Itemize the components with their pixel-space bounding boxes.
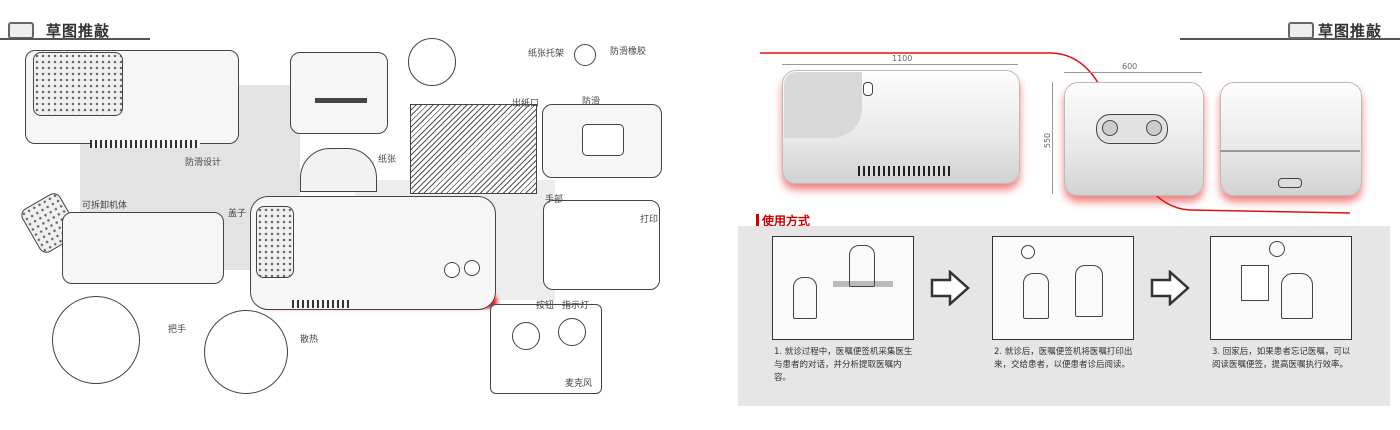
story-panel-3 (1210, 236, 1352, 340)
vent-grille (90, 140, 200, 148)
paper-slot (315, 98, 367, 103)
page-title-right: 草图推敲 (1318, 22, 1383, 40)
main-speaker-panel (256, 206, 294, 278)
render-page: 草图推敲 1100 600 550 使用方式 (700, 0, 1400, 430)
note-button: 按钮 (536, 301, 555, 311)
header-divider-right (1180, 38, 1400, 40)
sketch-page: 草图推敲 防滑设计 纸张托架 防滑橡胶 出纸口 防滑 纸张 盖子 散热 可拆卸机… (0, 22, 662, 394)
render-lid-seam (1220, 150, 1360, 152)
dim-depth: 600 (1122, 62, 1138, 71)
story-caption-1: 1. 就诊过程中，医嘱便签机采集医生与患者的对话，并分析提取医嘱内容。 (774, 347, 913, 383)
note-detachable: 可拆卸机体 (82, 201, 128, 211)
main-vent (292, 300, 352, 308)
render-front-panel (784, 72, 862, 138)
base-pad (582, 124, 624, 156)
note-paper: 纸张 (378, 155, 397, 165)
note-print: 打印 (640, 215, 659, 225)
note-antislip-2: 防滑 (582, 97, 601, 107)
top-view-sketch (543, 200, 660, 290)
device-sketch-module (62, 212, 224, 284)
detail-circle-handle (52, 296, 140, 384)
story-caption-2: 2. 就诊后，医嘱便签机将医嘱打印出来，交给患者，以便患者诊后阅读。 (994, 347, 1133, 370)
arrow-right-icon (930, 270, 970, 306)
note-indicator: 指示灯 (562, 301, 590, 311)
render-back (1220, 82, 1362, 196)
paper-texture-detail (410, 104, 537, 194)
render-mic-right (1146, 120, 1162, 136)
note-lid: 盖子 (228, 209, 247, 219)
dim-line-width (782, 64, 1018, 65)
knob-right (464, 260, 480, 276)
story-panel-1 (772, 236, 914, 340)
note-handle: 把手 (168, 325, 187, 335)
arrow-right-icon-2 (1150, 270, 1190, 306)
render-sensor-icon (863, 82, 873, 96)
note-outlet: 出纸口 (512, 99, 540, 109)
usage-title: 使用方式 (762, 214, 811, 228)
dim-height: 550 (1043, 132, 1053, 149)
dim-width: 1100 (892, 54, 913, 63)
speaker-panel (33, 52, 123, 116)
note-paper-holder: 纸张托架 (528, 49, 565, 59)
mic-right (558, 318, 586, 346)
mic-left (512, 322, 540, 350)
printer-logo-icon-right (1288, 22, 1314, 39)
section-marker (756, 214, 759, 226)
detail-circle-top (408, 38, 456, 86)
detail-circle-vent (204, 310, 288, 394)
note-hand: 手部 (545, 195, 564, 205)
render-logo-badge (1278, 178, 1302, 188)
note-mic: 麦克风 (565, 379, 593, 389)
story-caption-3: 3. 回家后，如果患者忘记医嘱，可以阅读医嘱便签，提高医嘱执行效率。 (1212, 347, 1351, 370)
device-sketch-side (290, 52, 388, 134)
note-heat: 散热 (300, 335, 319, 345)
header-divider (0, 38, 150, 40)
story-panel-2 (992, 236, 1134, 340)
note-antislip: 防滑设计 (185, 158, 222, 168)
rubber-foot-icon (574, 44, 596, 66)
page-title: 草图推敲 (46, 22, 111, 40)
paper-roll (300, 148, 377, 192)
knob-left (444, 262, 460, 278)
printer-logo-icon (8, 22, 34, 39)
dim-line-depth (1064, 72, 1202, 73)
dim-line-height (1052, 82, 1053, 194)
control-panel-sketch (490, 304, 602, 394)
render-mic-left (1102, 120, 1118, 136)
render-vent (858, 166, 950, 176)
note-rubber: 防滑橡胶 (610, 47, 647, 57)
